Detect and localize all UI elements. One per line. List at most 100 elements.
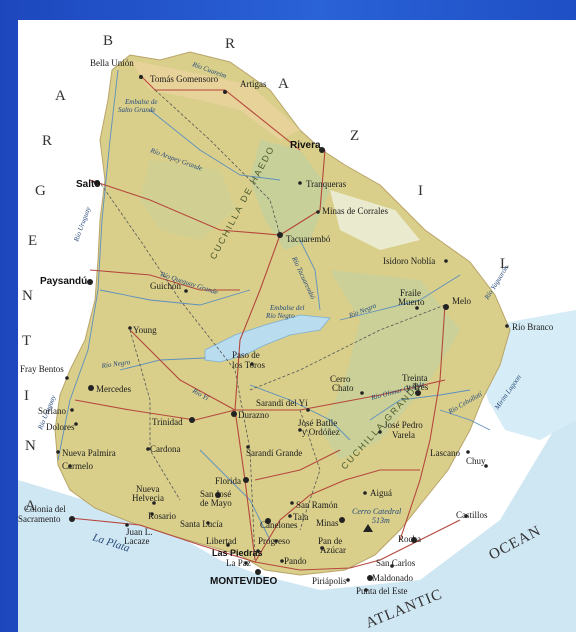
city-mercedes: Mercedes <box>96 384 131 394</box>
rio-negro-reservoir <box>204 314 331 363</box>
city-nueva-helvecia-2: Helvecia <box>132 493 164 503</box>
argentina-letter-9: A <box>25 498 37 514</box>
city-paso-de-los-toros-1: Paso de <box>232 350 260 360</box>
city-paysandu: Paysandú <box>40 276 87 287</box>
brazil-letter-2: R <box>225 36 236 52</box>
city-isidoro-noblia: Isidoro Noblía <box>383 256 435 266</box>
river-network <box>57 69 491 541</box>
argentina-letter-8: N <box>25 438 37 454</box>
city-jose-batlle-1: José Batlle <box>298 418 337 428</box>
city-libertad: Libertad <box>206 536 237 546</box>
city-fraile-muerto-1: Fraile <box>400 288 421 298</box>
argentina-letter-3: G <box>35 183 47 199</box>
cerro-catedral-label-2: 513m <box>372 516 390 525</box>
city-sarandi-grande: Sarandí Grande <box>246 448 302 458</box>
city-tomas-gomensoro: Tomás Gomensoro <box>150 74 219 84</box>
city-las-piedras: Las Piedras <box>212 548 263 558</box>
city-tala: Tala <box>293 512 308 522</box>
city-cerro-chato-1: Cerro <box>330 374 351 384</box>
embalse-rio-negro-label-2: Río Negro <box>265 312 295 320</box>
cerro-catedral-peak-icon <box>363 524 373 532</box>
central-plain-shade <box>140 160 235 240</box>
city-punta-del-este: Punta del Este <box>356 586 408 596</box>
city-minas: Minas <box>316 518 339 528</box>
river-yaguaron-label: Río Yaguarón <box>482 264 510 302</box>
argentina-letter-6: T <box>22 333 32 349</box>
brazil-letter-3: A <box>278 76 290 92</box>
city-artigas: Artigas <box>240 79 267 89</box>
cerro-catedral-label-1: Cerro Catedral <box>352 507 402 516</box>
city-san-carlos: San Carlos <box>376 558 416 568</box>
city-lascano: Lascano <box>430 448 460 458</box>
embalse-rio-negro-label-1: Embalse del <box>269 304 304 312</box>
city-san-ramon: San Ramón <box>296 500 338 510</box>
city-colonia-1: Colonia del <box>24 504 66 514</box>
embalse-salto-grande-label-1: Embalse de <box>124 98 157 106</box>
argentina-letter-4: E <box>28 233 38 249</box>
argentina-letter-2: R <box>42 133 53 149</box>
city-melo: Melo <box>452 296 471 306</box>
argentina-letter-7: I <box>24 388 30 404</box>
atlantic-ocean-water <box>18 420 576 632</box>
road-network <box>69 74 461 571</box>
city-la-paz: La Paz <box>226 558 251 568</box>
city-aigua: Aiguá <box>370 488 392 498</box>
city-rosario: Rosario <box>148 511 176 521</box>
city-fraile-muerto-2: Muerto <box>398 297 425 307</box>
city-canelones: Canelones <box>260 520 298 530</box>
city-pan-de-azucar-2: Azúcar <box>320 545 346 555</box>
argentina-letter-5: N <box>22 288 34 304</box>
city-sarandi-del-yi: Sarandí del Yí <box>256 398 308 408</box>
city-tranqueras: Tranqueras <box>306 179 347 189</box>
city-colonia-2: Sacramento <box>18 514 61 524</box>
haedo-hills-shade <box>250 140 330 250</box>
brazil-letter-1: B <box>103 33 114 49</box>
city-dolores: Dolores <box>46 422 75 432</box>
railway-network <box>97 89 446 561</box>
city-guichon: Guichón <box>150 281 181 291</box>
city-carmelo: Carmelo <box>62 461 93 471</box>
brazil-letter-5: I <box>418 183 424 199</box>
city-maldonado: Maldonado <box>372 573 413 583</box>
city-piriapolis: Piriápolis <box>312 576 347 586</box>
city-soriano: Soriano <box>38 406 66 416</box>
highland-light-area <box>330 190 420 250</box>
city-castillos: Castillos <box>456 510 488 520</box>
city-nueva-helvecia-1: Nueva <box>136 484 160 494</box>
map-card: B R A Z I L A R G E N T I N A ATLANTIC O… <box>18 20 576 632</box>
city-san-jose-2: de Mayo <box>200 498 232 508</box>
city-treinta-y-tres-1: Treinta <box>402 373 428 383</box>
brazil-letter-6: L <box>500 256 510 272</box>
city-young: Young <box>133 325 157 335</box>
city-salto: Salto <box>76 179 100 190</box>
city-jose-pedro-varela-2: Varela <box>392 430 415 440</box>
city-paso-de-los-toros-2: los Toros <box>232 360 265 370</box>
city-jose-batlle-2: y Ordóñez <box>302 427 340 437</box>
city-durazno: Durazno <box>238 410 269 420</box>
city-bella-union: Bella Unión <box>90 58 134 68</box>
argentina-letter-1: A <box>55 88 67 104</box>
city-florida: Florida <box>215 476 241 486</box>
city-rio-branco: Río Branco <box>512 322 554 332</box>
city-san-jose-1: San José <box>200 489 231 499</box>
city-juan-lacaze-1: Juan L. <box>126 527 153 537</box>
city-montevideo: MONTEVIDEO <box>210 576 277 587</box>
city-cardona: Cardona <box>150 444 181 454</box>
city-minas-de-corrales: Minas de Corrales <box>322 206 388 216</box>
city-rivera: Rivera <box>290 140 321 151</box>
city-markers <box>56 75 509 592</box>
city-fray-bentos: Fray Bentos <box>20 364 64 374</box>
city-pan-de-azucar-1: Pan de <box>318 536 342 546</box>
city-chuy: Chuy <box>466 456 486 466</box>
city-juan-lacaze-2: Lacaze <box>124 536 149 546</box>
city-progreso: Progreso <box>258 536 290 546</box>
city-santa-lucia: Santa Lucía <box>180 519 223 529</box>
city-trinidad: Trinidad <box>152 417 183 427</box>
grande-hills-shade <box>320 270 460 460</box>
uruguay-map[interactable]: B R A Z I L A R G E N T I N A ATLANTIC O… <box>18 20 576 632</box>
brazil-letter-4: Z <box>350 128 360 144</box>
city-cerro-chato-2: Chato <box>332 383 354 393</box>
northern-border-tint <box>130 60 300 140</box>
city-nueva-palmira: Nueva Palmira <box>62 448 116 458</box>
embalse-salto-grande-label-2: Salto Grande <box>118 106 156 114</box>
